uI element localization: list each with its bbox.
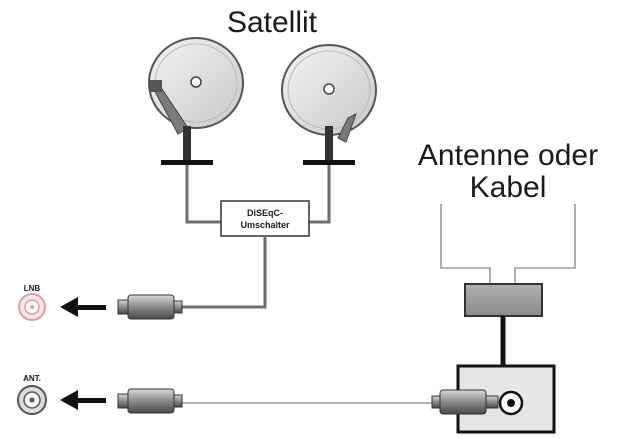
- antenna-wire-right: [514, 204, 576, 284]
- antenna-wire-left: [440, 204, 491, 284]
- dish-left-cable: [185, 165, 226, 224]
- arrow-left-icon: [60, 390, 106, 410]
- diseqc-switch-icon: DiSEqC- Umschalter: [220, 200, 310, 237]
- coax-plug-icon: [117, 294, 183, 320]
- satellite-title: Satellit: [227, 6, 318, 39]
- ant-port-icon: ANT.: [17, 374, 47, 415]
- coax-plug-icon: [117, 388, 183, 414]
- switch-to-lnb-cable: [180, 236, 267, 309]
- satellite-dish-icon: [148, 37, 244, 165]
- ant-port-label: ANT.: [23, 374, 41, 383]
- antenna-title-line1: Antenne oder: [418, 139, 598, 172]
- coax-plug-icon: [431, 389, 499, 415]
- lnb-port-label: LNB: [24, 284, 41, 293]
- diseqc-label-line2: Umschalter: [240, 220, 290, 230]
- arrow-left-icon: [60, 297, 106, 317]
- satellite-dish-icon: [281, 44, 377, 165]
- lnb-port-icon: LNB: [18, 284, 46, 321]
- diseqc-label-line1: DiSEqC-: [247, 208, 283, 218]
- antenna-title-line2: Kabel: [470, 171, 547, 204]
- antenna-splitter-icon: [464, 283, 543, 317]
- dish-right-cable: [304, 165, 331, 224]
